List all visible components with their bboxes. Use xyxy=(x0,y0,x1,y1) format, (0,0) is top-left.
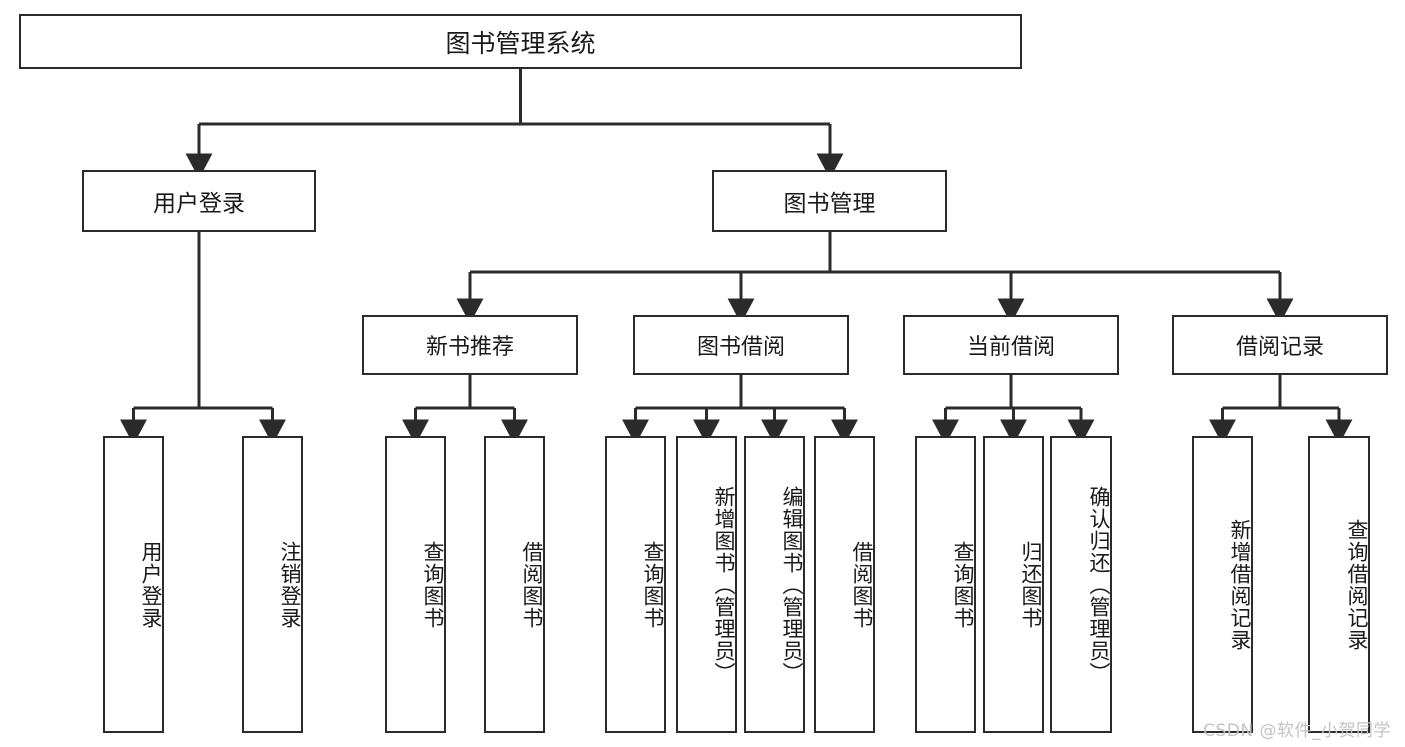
node-user-login[interactable]: 用户登录 xyxy=(82,170,316,232)
node-leaf-add-book-label: 新增图书（管理员） xyxy=(712,485,736,684)
node-leaf-add-borrow-record-label: 新增借阅记录 xyxy=(1228,518,1252,651)
node-leaf-borrow-book[interactable]: 借阅图书 xyxy=(814,436,875,733)
node-leaf-return-book[interactable]: 归还图书 xyxy=(983,436,1044,733)
node-leaf-add-borrow-record[interactable]: 新增借阅记录 xyxy=(1192,436,1253,733)
node-leaf-add-book[interactable]: 新增图书（管理员） xyxy=(676,436,737,733)
node-book-borrow-label: 图书借阅 xyxy=(696,335,785,360)
node-leaf-logout-label: 注销登录 xyxy=(278,540,302,629)
node-leaf-query-borrow-record[interactable]: 查询借阅记录 xyxy=(1308,436,1370,733)
node-root-label: 图书管理系统 xyxy=(445,28,596,58)
node-leaf-query-book-recommend[interactable]: 查询图书 xyxy=(385,436,446,733)
node-book-management[interactable]: 图书管理 xyxy=(712,170,947,232)
node-leaf-query-book-current[interactable]: 查询图书 xyxy=(915,436,976,733)
node-borrow-record[interactable]: 借阅记录 xyxy=(1172,315,1388,375)
node-leaf-borrow-book-recommend-label: 借阅图书 xyxy=(520,540,544,629)
node-current-borrow-label: 当前借阅 xyxy=(966,335,1055,360)
node-leaf-query-book-current-label: 查询图书 xyxy=(951,540,975,629)
node-leaf-query-book-borrow[interactable]: 查询图书 xyxy=(605,436,666,733)
node-leaf-logout[interactable]: 注销登录 xyxy=(242,436,303,733)
node-leaf-edit-book-label: 编辑图书（管理员） xyxy=(780,485,804,684)
node-leaf-query-book-recommend-label: 查询图书 xyxy=(421,540,445,629)
node-book-borrow[interactable]: 图书借阅 xyxy=(633,315,849,375)
node-leaf-confirm-return[interactable]: 确认归还（管理员） xyxy=(1050,436,1112,733)
node-leaf-user-login-label: 用户登录 xyxy=(139,540,163,629)
node-leaf-edit-book[interactable]: 编辑图书（管理员） xyxy=(744,436,805,733)
node-leaf-user-login[interactable]: 用户登录 xyxy=(103,436,164,733)
node-user-login-label: 用户登录 xyxy=(153,191,245,217)
node-leaf-confirm-return-label: 确认归还（管理员） xyxy=(1087,485,1111,684)
node-root[interactable]: 图书管理系统 xyxy=(19,14,1022,69)
node-leaf-query-borrow-record-label: 查询借阅记录 xyxy=(1345,518,1369,651)
node-book-management-label: 图书管理 xyxy=(783,191,876,217)
node-leaf-query-book-borrow-label: 查询图书 xyxy=(641,540,665,629)
node-borrow-record-label: 借阅记录 xyxy=(1235,335,1324,360)
node-new-book-recommend[interactable]: 新书推荐 xyxy=(362,315,578,375)
node-leaf-borrow-book-recommend[interactable]: 借阅图书 xyxy=(484,436,545,733)
csdn-watermark: CSDN @软件_小贺同学 xyxy=(1203,721,1391,741)
node-leaf-borrow-book-label: 借阅图书 xyxy=(850,540,874,629)
node-new-book-recommend-label: 新书推荐 xyxy=(425,335,514,360)
node-leaf-return-book-label: 归还图书 xyxy=(1019,540,1043,629)
node-current-borrow[interactable]: 当前借阅 xyxy=(903,315,1119,375)
